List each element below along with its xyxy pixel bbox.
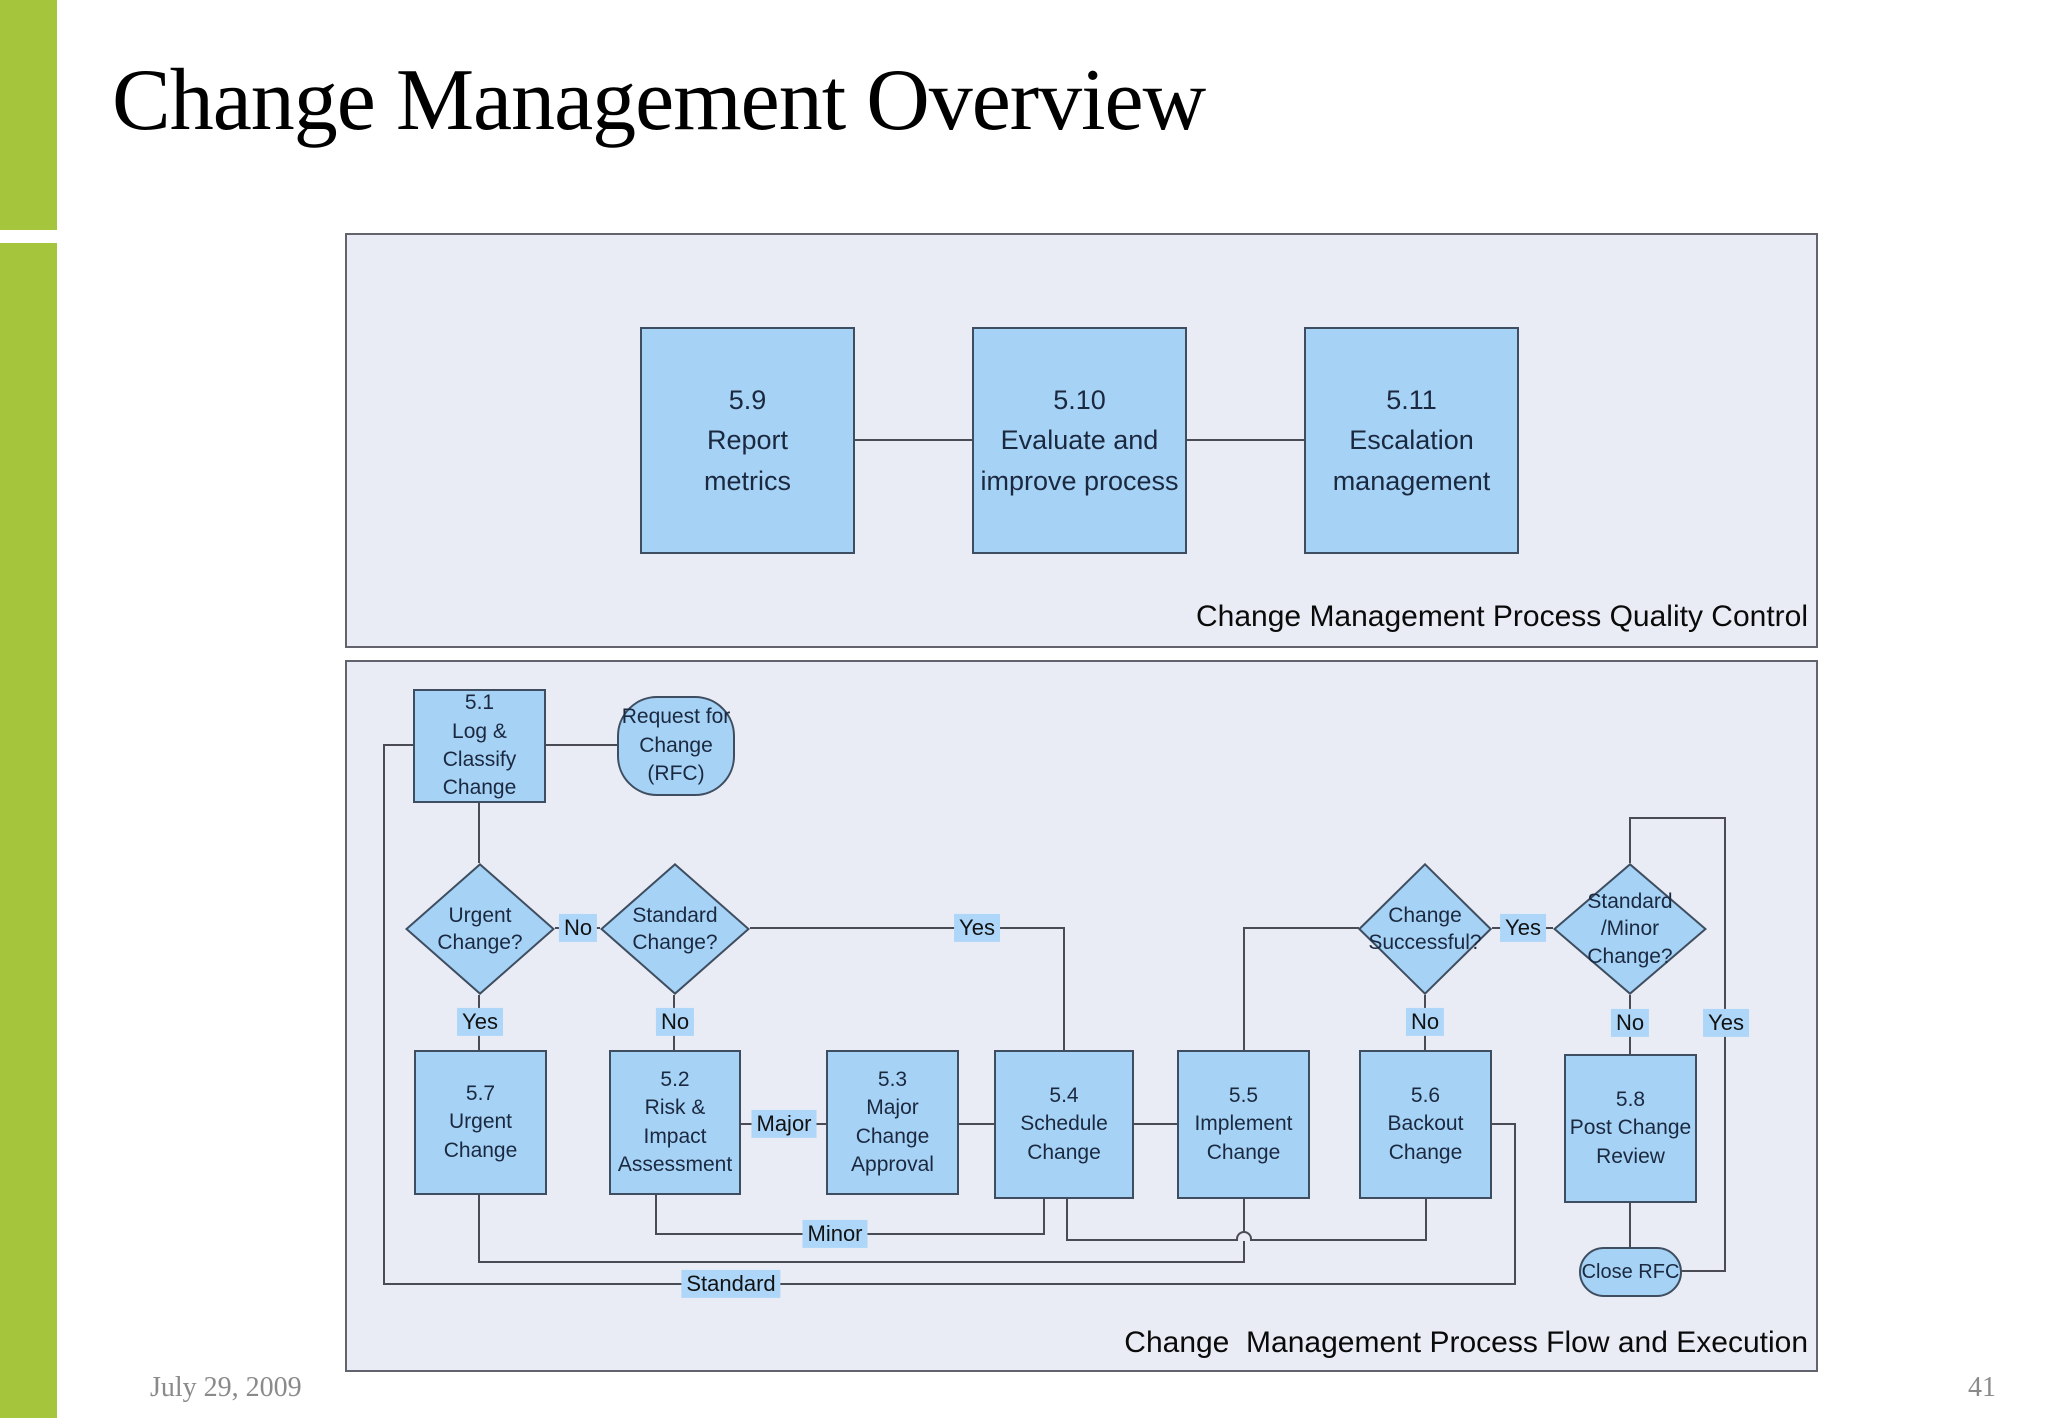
connector-line	[1514, 1123, 1516, 1285]
connector-line	[1063, 927, 1065, 1050]
edge-label-major: Major	[751, 1109, 817, 1139]
green-accent-bar-top	[0, 0, 57, 230]
footer-date: July 29, 2009	[150, 1372, 302, 1403]
connector-line	[478, 1195, 480, 1263]
edge-label-standard-no: No	[655, 1007, 695, 1037]
edge-label-urgent-yes: Yes	[457, 1007, 503, 1037]
node-evaluate-improve: 5.10 Evaluate and improve process	[972, 327, 1187, 554]
node-major-change-approval: 5.3 Major Change Approval	[826, 1050, 959, 1195]
decision-standard-minor-change: Standard /Minor Change?	[1553, 863, 1707, 995]
connector-line	[546, 744, 617, 746]
node-close-rfc: Close RFC	[1579, 1247, 1682, 1297]
connector-line	[1043, 1199, 1045, 1235]
page-title: Change Management Overview	[112, 52, 1206, 149]
decision-label: Standard /Minor Change?	[1587, 890, 1673, 968]
diamond-shape	[600, 863, 750, 995]
node-risk-impact-assessment: 5.2 Risk & Impact Assessment	[609, 1050, 741, 1195]
decision-urgent-change: Urgent Change?	[405, 863, 555, 995]
edge-label-std-minor-yes: Yes	[1703, 1008, 1749, 1038]
connector-line	[1134, 1123, 1177, 1125]
diamond-shape	[1358, 863, 1492, 995]
connector-line	[855, 439, 972, 441]
decision-label: Change Successful?	[1368, 903, 1482, 954]
connector-line	[1243, 927, 1359, 929]
connector-line	[1066, 1199, 1068, 1241]
decision-label: Urgent Change?	[437, 903, 523, 954]
edge-label-minor: Minor	[802, 1219, 868, 1249]
edge-label-standard-path: Standard	[681, 1269, 781, 1299]
connector-line	[1187, 439, 1304, 441]
node-escalation-management: 5.11 Escalation management	[1304, 327, 1519, 554]
connector-line	[655, 1195, 657, 1235]
connector-line	[1724, 817, 1726, 1272]
node-log-classify-change: 5.1 Log & Classify Change	[413, 689, 546, 803]
node-backout-change: 5.6 Backout Change	[1359, 1050, 1492, 1199]
footer-page-number: 41	[1968, 1372, 1996, 1403]
connector-line	[383, 744, 385, 1285]
process-flow-section: 5.1 Log & Classify Change Request for Ch…	[345, 660, 1818, 1372]
process-flow-caption: Change Management Process Flow and Execu…	[1124, 1326, 1808, 1359]
node-request-for-change: Request for Change (RFC)	[617, 696, 735, 796]
node-urgent-change: 5.7 Urgent Change	[414, 1050, 547, 1195]
node-implement-change: 5.5 Implement Change	[1177, 1050, 1310, 1199]
connector-line	[383, 744, 413, 746]
connector-line	[478, 1261, 1245, 1263]
edge-label-success-yes: Yes	[1500, 913, 1546, 943]
diamond-shape	[405, 863, 555, 995]
diamond-shape	[1553, 863, 1707, 995]
connector-line	[1629, 817, 1631, 863]
line-crossover-hop	[1236, 1231, 1252, 1241]
quality-control-caption: Change Management Process Quality Contro…	[1196, 600, 1808, 633]
connector-line	[1629, 817, 1726, 819]
connector-line	[1629, 1203, 1631, 1247]
node-schedule-change: 5.4 Schedule Change	[994, 1050, 1134, 1199]
connector-line	[478, 803, 480, 863]
connector-line	[959, 1123, 994, 1125]
connector-line	[383, 1283, 1516, 1285]
node-report-metrics: 5.9 Report metrics	[640, 327, 855, 554]
connector-line	[1492, 1123, 1516, 1125]
decision-change-successful: Change Successful?	[1358, 863, 1492, 995]
connector-line	[1243, 927, 1245, 1050]
edge-label-urgent-no: No	[558, 913, 598, 943]
connector-line	[1682, 1270, 1726, 1272]
connector-line	[1425, 1199, 1427, 1241]
edge-label-std-minor-no: No	[1610, 1008, 1650, 1038]
connector-line	[750, 927, 1065, 929]
edge-label-standard-yes: Yes	[954, 913, 1000, 943]
decision-label: Standard Change?	[632, 903, 718, 954]
edge-label-success-no: No	[1405, 1007, 1445, 1037]
node-post-change-review: 5.8 Post Change Review	[1564, 1054, 1697, 1203]
decision-standard-change: Standard Change?	[600, 863, 750, 995]
quality-control-section: 5.9 Report metrics 5.10 Evaluate and imp…	[345, 233, 1818, 648]
green-accent-bar-bottom	[0, 243, 57, 1418]
